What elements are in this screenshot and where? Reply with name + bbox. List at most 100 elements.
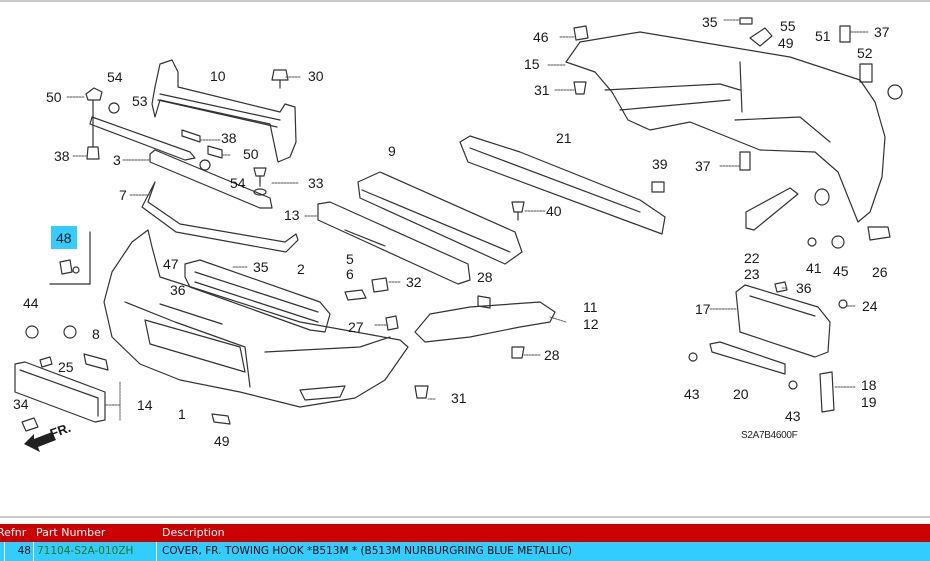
- part-rivet: [814, 188, 830, 206]
- callout-28[interactable]: 28: [477, 269, 493, 285]
- callout-52[interactable]: 52: [857, 45, 873, 61]
- callout-53[interactable]: 53: [132, 93, 148, 109]
- callout-21[interactable]: 21: [556, 130, 572, 146]
- callout-31[interactable]: 31: [451, 390, 467, 406]
- callout-43-b[interactable]: 43: [785, 408, 801, 424]
- callout-33[interactable]: 33: [308, 175, 324, 191]
- column-header-refnr[interactable]: Refnr: [0, 526, 27, 539]
- part-52-clip: [859, 63, 873, 83]
- part-20-strip: [709, 341, 786, 375]
- callout-8[interactable]: 8: [92, 326, 100, 342]
- part-28-bolt-2: [511, 346, 525, 359]
- part-10-bracket: [151, 59, 297, 163]
- part-34-bolt: [21, 417, 39, 432]
- part-7-strip: [141, 181, 299, 253]
- callout-36[interactable]: 36: [170, 282, 186, 298]
- callout-27[interactable]: 27: [348, 319, 364, 335]
- callout-54[interactable]: 54: [107, 69, 123, 85]
- callout-28-b[interactable]: 28: [544, 347, 560, 363]
- callout-5[interactable]: 5: [346, 251, 354, 267]
- part-2-grille: [184, 259, 331, 333]
- callout-49[interactable]: 49: [214, 433, 230, 449]
- part-18-side-bracket: [819, 371, 835, 413]
- callout-35-rear[interactable]: 35: [702, 14, 718, 30]
- part-46-clip: [573, 25, 589, 41]
- callout-55[interactable]: 55: [780, 18, 796, 34]
- callout-36-rear[interactable]: 36: [796, 280, 812, 296]
- part-11-bracket: [414, 301, 556, 343]
- callout-37-b[interactable]: 37: [695, 158, 711, 174]
- section-divider: [0, 516, 930, 518]
- part-22-spacer: [745, 187, 799, 231]
- callout-10[interactable]: 10: [210, 68, 226, 84]
- part-50-clip-2: [207, 145, 223, 159]
- callout-15[interactable]: 15: [524, 56, 540, 72]
- callout-34[interactable]: 34: [13, 396, 29, 412]
- callout-49-rear[interactable]: 49: [778, 35, 794, 51]
- column-header-part-number[interactable]: Part Number: [36, 526, 106, 539]
- callout-37[interactable]: 37: [874, 24, 890, 40]
- callout-38[interactable]: 38: [54, 148, 70, 164]
- callout-31-rear[interactable]: 31: [534, 82, 550, 98]
- part-3-strip: [149, 149, 273, 209]
- callout-6[interactable]: 6: [346, 266, 354, 282]
- table-row-selected[interactable]: 48 71104-S2A-010ZH COVER, FR. TOWING HOO…: [0, 542, 930, 561]
- callout-14[interactable]: 14: [137, 397, 153, 413]
- part-54-clip-2: [199, 159, 211, 171]
- callout-9[interactable]: 9: [388, 143, 396, 159]
- cell-part-number[interactable]: 71104-S2A-010ZH: [33, 542, 157, 561]
- figure-code: S2A7B4600F: [741, 430, 798, 441]
- callout-12[interactable]: 12: [583, 316, 599, 332]
- callout-18[interactable]: 18: [861, 377, 877, 393]
- part-36-clip-rear: [774, 281, 788, 293]
- part-40-bolt: [511, 201, 525, 221]
- part-41-bolt: [807, 237, 817, 247]
- part-50-clip: [85, 87, 103, 160]
- callout-20[interactable]: 20: [733, 386, 749, 402]
- part-33-bolt: [253, 167, 267, 196]
- part-51-bracket: [749, 27, 773, 47]
- callout-23[interactable]: 23: [744, 266, 760, 282]
- callout-51[interactable]: 51: [815, 28, 831, 44]
- callout-43[interactable]: 43: [684, 386, 700, 402]
- callout-47[interactable]: 47: [163, 256, 179, 272]
- callout-30[interactable]: 30: [308, 68, 324, 84]
- callout-11[interactable]: 11: [583, 299, 598, 315]
- callout-50-b[interactable]: 50: [243, 146, 259, 162]
- part-31-bolt: [414, 385, 429, 399]
- callout-46[interactable]: 46: [533, 29, 549, 45]
- callout-7[interactable]: 7: [119, 187, 127, 203]
- callout-38-b[interactable]: 38: [221, 130, 237, 146]
- part-28-bolt: [477, 295, 491, 309]
- callout-54-b[interactable]: 54: [230, 175, 246, 191]
- callout-39[interactable]: 39: [652, 156, 668, 172]
- callout-45[interactable]: 45: [833, 263, 849, 279]
- callout-32[interactable]: 32: [406, 274, 422, 290]
- part-53-rod: [89, 116, 196, 161]
- callout-35[interactable]: 35: [253, 259, 269, 275]
- callout-19[interactable]: 19: [861, 394, 877, 410]
- callout-13[interactable]: 13: [284, 207, 300, 223]
- callout-1[interactable]: 1: [178, 406, 186, 422]
- callout-24[interactable]: 24: [862, 298, 878, 314]
- callout-17[interactable]: 17: [695, 301, 711, 317]
- part-39-bolt: [651, 181, 665, 193]
- callout-50[interactable]: 50: [46, 89, 62, 105]
- callout-40[interactable]: 40: [546, 203, 562, 219]
- part-45-bolt: [831, 235, 845, 249]
- callout-44[interactable]: 44: [23, 295, 39, 311]
- callout-48-highlighted[interactable]: 48: [51, 226, 77, 249]
- callout-22[interactable]: 22: [744, 250, 760, 266]
- callout-25[interactable]: 25: [58, 359, 74, 375]
- part-30-bolt: [271, 69, 289, 89]
- part-26-clip: [867, 226, 891, 241]
- column-header-description[interactable]: Description: [162, 526, 225, 539]
- cell-refnr: 48: [4, 542, 34, 561]
- part-21-beam: [459, 135, 666, 235]
- callout-41[interactable]: 41: [806, 260, 822, 276]
- callout-3[interactable]: 3: [113, 152, 121, 168]
- callout-2[interactable]: 2: [297, 261, 305, 277]
- part-27-clip: [385, 315, 399, 331]
- part-32-bolt: [371, 277, 389, 293]
- callout-26[interactable]: 26: [872, 264, 888, 280]
